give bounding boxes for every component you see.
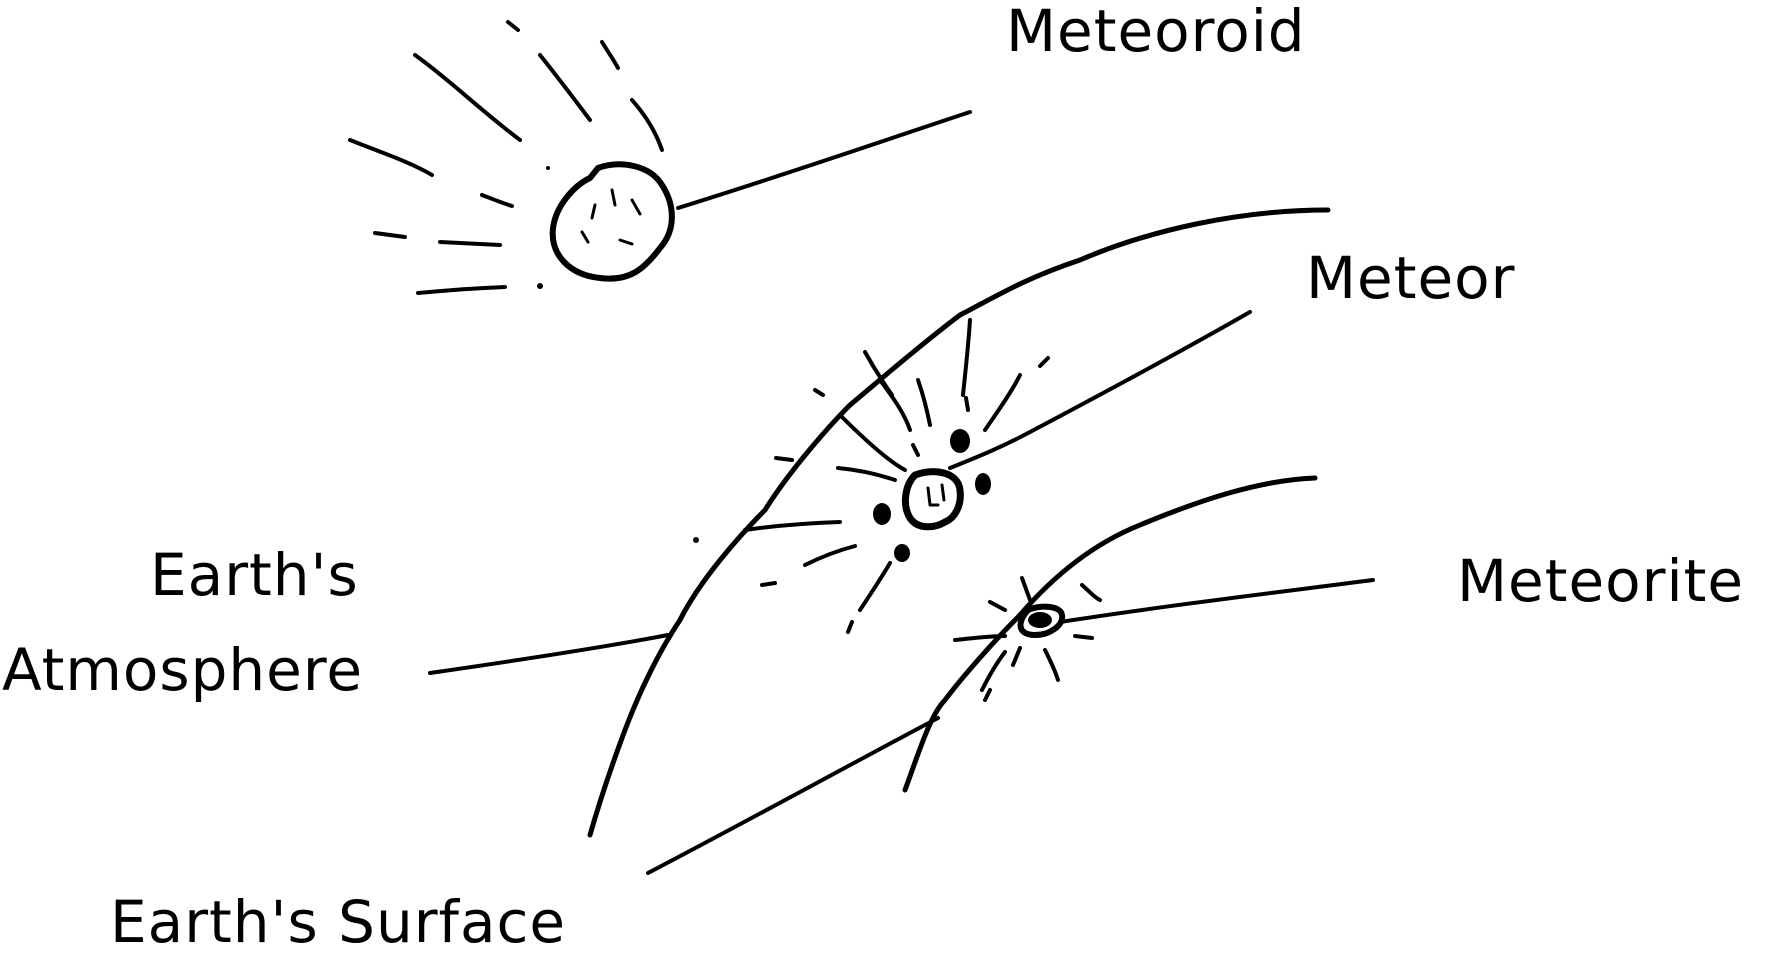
atmosphere-leader xyxy=(428,633,670,675)
meteor-sparks xyxy=(693,318,1050,634)
meteor-leader xyxy=(948,310,1252,470)
meteoroid-label: Meteoroid xyxy=(1006,0,1306,65)
meteoroid-rock xyxy=(549,161,675,282)
meteor-rock xyxy=(873,429,991,562)
atmosphere-label-line2: Atmosphere xyxy=(2,636,364,704)
meteoroid-streaks xyxy=(348,20,664,295)
meteorite-sparks xyxy=(953,576,1102,702)
meteoroid-leader xyxy=(676,110,972,210)
atmosphere-boundary xyxy=(587,207,1331,838)
surface-leader xyxy=(646,716,940,875)
earth-surface xyxy=(902,475,1318,793)
earth-surface-label: Earth's Surface xyxy=(110,888,567,956)
atmosphere-label-line1: Earth's xyxy=(150,541,359,609)
meteorite-leader xyxy=(1058,578,1375,624)
meteorite-label: Meteorite xyxy=(1457,547,1745,615)
meteor-label: Meteor xyxy=(1306,244,1516,312)
meteorite-rock xyxy=(1017,603,1066,638)
